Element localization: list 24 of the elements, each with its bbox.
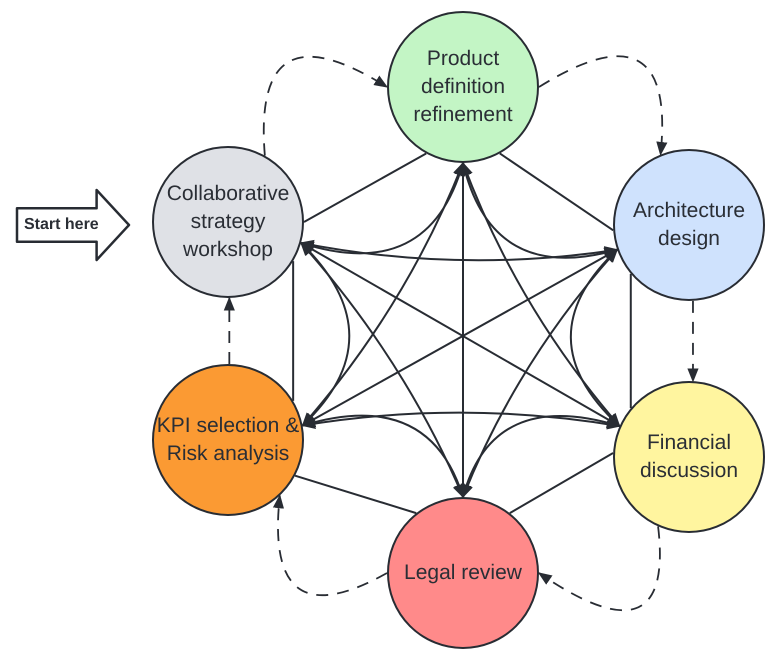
arrow <box>538 56 667 156</box>
arrow <box>301 412 621 430</box>
connector-line <box>499 152 614 232</box>
node-label: KPI selection & Risk analysis <box>156 413 300 467</box>
node-label: Financial discussion <box>638 430 740 484</box>
arrow <box>273 494 388 596</box>
arrow <box>262 56 388 156</box>
node-label: Product definition refinement <box>412 46 514 128</box>
node-label: Collaborative strategy workshop <box>166 181 290 263</box>
arrow <box>462 248 618 498</box>
arrow <box>462 162 620 428</box>
node-label: Architecture design <box>632 198 746 252</box>
node-label: Legal review <box>404 560 522 586</box>
connector-line <box>292 261 294 401</box>
connector-line <box>304 152 427 223</box>
node-label: Start here <box>24 215 99 235</box>
block-arrow <box>14 187 132 263</box>
arrow <box>538 526 661 612</box>
arrow <box>224 296 235 364</box>
connector-line <box>294 474 416 514</box>
arrow <box>687 300 699 382</box>
connector-line <box>630 274 632 408</box>
connector-line <box>509 452 614 514</box>
arrow <box>300 240 619 262</box>
